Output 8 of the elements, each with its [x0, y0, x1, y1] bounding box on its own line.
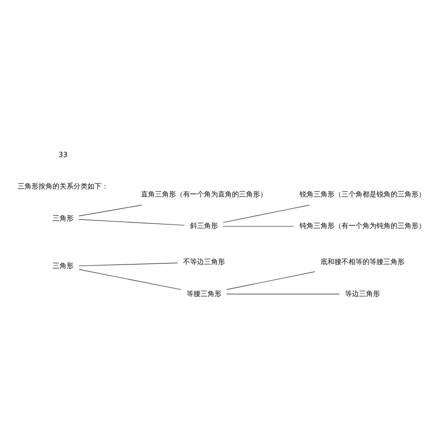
connector: [226, 293, 340, 294]
connector: [78, 218, 184, 226]
connector: [226, 270, 315, 290]
connector: [222, 204, 310, 222]
connector: [78, 262, 178, 266]
connector: [78, 204, 142, 216]
connector: [222, 225, 294, 226]
connector: [78, 268, 181, 290]
